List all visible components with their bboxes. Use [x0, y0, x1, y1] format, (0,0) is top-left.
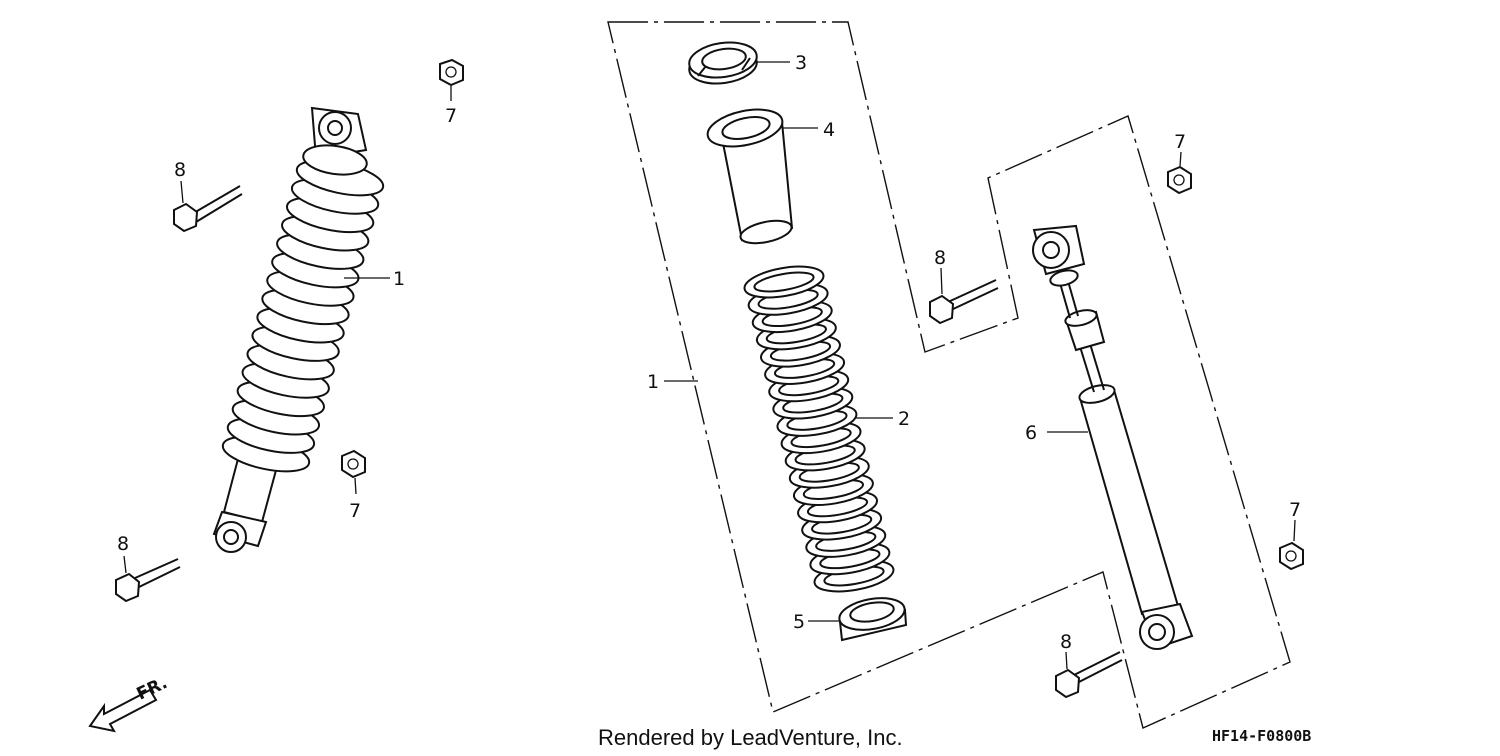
spring-seat-stopper[interactable]: [687, 38, 759, 87]
flange-bolt-bottom-right[interactable]: [1055, 651, 1123, 699]
flange-nut-top-right[interactable]: [1167, 165, 1192, 195]
callout-6: 6: [1025, 422, 1037, 444]
callout-8-top-right: 8: [934, 247, 946, 269]
flange-bolt-top-left[interactable]: [173, 185, 243, 233]
lower-spring-seat[interactable]: [837, 593, 908, 642]
callout-5: 5: [793, 611, 805, 633]
callout-7-top-right: 7: [1174, 131, 1186, 153]
callout-7-bottom-right: 7: [1289, 499, 1301, 521]
flange-nut-top-left[interactable]: [439, 58, 464, 87]
assembled-shock-absorber[interactable]: [212, 106, 386, 553]
flange-bolt-bottom-left[interactable]: [115, 558, 181, 603]
callout-2: 2: [898, 408, 910, 430]
spring-collar[interactable]: [704, 103, 794, 247]
callout-4: 4: [823, 119, 835, 141]
callout-1-left: 1: [393, 268, 405, 290]
flange-bolt-top-right[interactable]: [929, 279, 999, 325]
flange-nut-bottom-right[interactable]: [1279, 541, 1304, 571]
spring-coil-inner: [753, 271, 815, 293]
diagram-code: HF14-F0800B: [1212, 727, 1311, 745]
callout-1-exploded: 1: [647, 371, 659, 393]
exploded-view-boundary: [607, 21, 1291, 729]
front-direction-arrow: FR.: [88, 673, 171, 733]
damper-unit[interactable]: [1032, 224, 1194, 650]
front-direction-label: FR.: [134, 673, 171, 704]
flange-nut-mid-left[interactable]: [341, 449, 366, 479]
callout-3: 3: [795, 52, 807, 74]
callout-7-top-left: 7: [445, 105, 457, 127]
callout-8-top-left: 8: [174, 159, 186, 181]
callout-8-bottom-right: 8: [1060, 631, 1072, 653]
coil-spring[interactable]: [742, 261, 896, 596]
callout-8-bottom-left: 8: [117, 533, 129, 555]
callout-7-mid-left: 7: [349, 500, 361, 522]
render-credit: Rendered by LeadVenture, Inc.: [598, 725, 903, 750]
